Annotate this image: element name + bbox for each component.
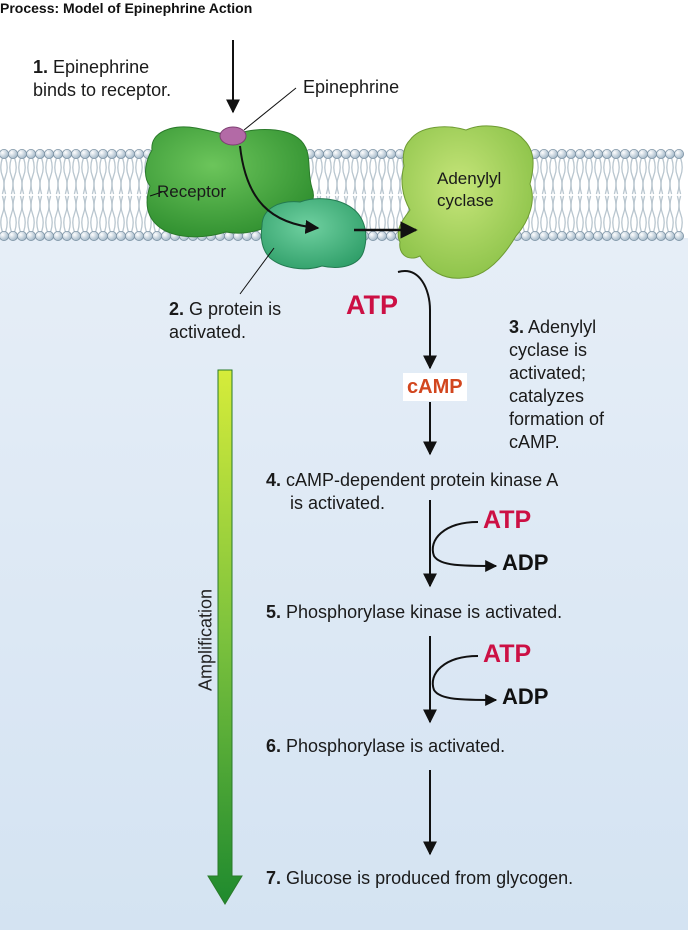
step-4-number: 4.	[266, 470, 282, 490]
pathway-arrows	[226, 40, 498, 856]
step-3-line-4: catalyzes	[509, 386, 585, 406]
amplification-arrow	[207, 369, 243, 905]
step-4: 4. cAMP-dependent protein kinase A	[266, 469, 558, 491]
figure-title: Process: Model of Epinephrine Action	[0, 0, 253, 16]
step-3-number: 3.	[509, 317, 525, 337]
adenylyl-cyclase-label-2: cyclase	[437, 191, 494, 210]
step-3-line-6: cAMP.	[509, 432, 560, 452]
step-1: 1. Epinephrine	[33, 56, 149, 78]
step-4-line-1: cAMP-dependent protein kinase A	[286, 470, 559, 490]
step-2-line-1: G protein is	[189, 299, 282, 319]
step-3-line-3: activated;	[509, 363, 587, 383]
step-1-number: 1.	[33, 57, 49, 77]
step-2: 2. G protein is	[169, 298, 281, 320]
step-3: 3. Adenylyl	[509, 316, 596, 338]
camp-label: cAMP	[403, 373, 467, 401]
step-3-line-5: formation of	[509, 409, 605, 429]
adp-label-2: ADP	[502, 684, 549, 709]
step-7-line-1: Glucose is produced from glycogen.	[286, 868, 574, 888]
step-3-line-2: cyclase is	[509, 340, 588, 360]
step-5: 5. Phosphorylase kinase is activated.	[266, 601, 562, 623]
step-5-number: 5.	[266, 602, 282, 622]
step-3-line-1: Adenylyl	[528, 317, 597, 337]
step-6-number: 6.	[266, 736, 282, 756]
step-7: 7. Glucose is produced from glycogen.	[266, 867, 573, 889]
adp-label-1: ADP	[502, 550, 549, 575]
step-7-number: 7.	[266, 868, 282, 888]
leader-lines	[149, 87, 297, 295]
step-1-line-2: binds to receptor.	[33, 80, 172, 100]
atp-label-1: ATP	[346, 290, 398, 320]
step-5-line-1: Phosphorylase kinase is activated.	[286, 602, 563, 622]
adenylyl-cyclase-label-1: Adenylyl	[437, 169, 502, 188]
g-protein	[260, 198, 367, 270]
step-6-line-1: Phosphorylase is activated.	[286, 736, 506, 756]
atp-label-2: ATP	[483, 506, 532, 534]
amplification-label: Amplification	[195, 588, 216, 692]
cytoplasm-background	[0, 238, 688, 930]
step-6: 6. Phosphorylase is activated.	[266, 735, 505, 757]
step-4-line-2: is activated.	[290, 493, 386, 513]
receptor-label: Receptor	[157, 182, 226, 201]
step-1-line-1: Epinephrine	[53, 57, 150, 77]
atp-label-3: ATP	[483, 640, 532, 668]
adenylyl-cyclase-protein	[397, 125, 534, 279]
epinephrine-molecule	[219, 126, 247, 146]
epinephrine-label: Epinephrine	[303, 77, 400, 97]
step-2-number: 2.	[169, 299, 185, 319]
step-2-line-2: activated.	[169, 322, 247, 342]
